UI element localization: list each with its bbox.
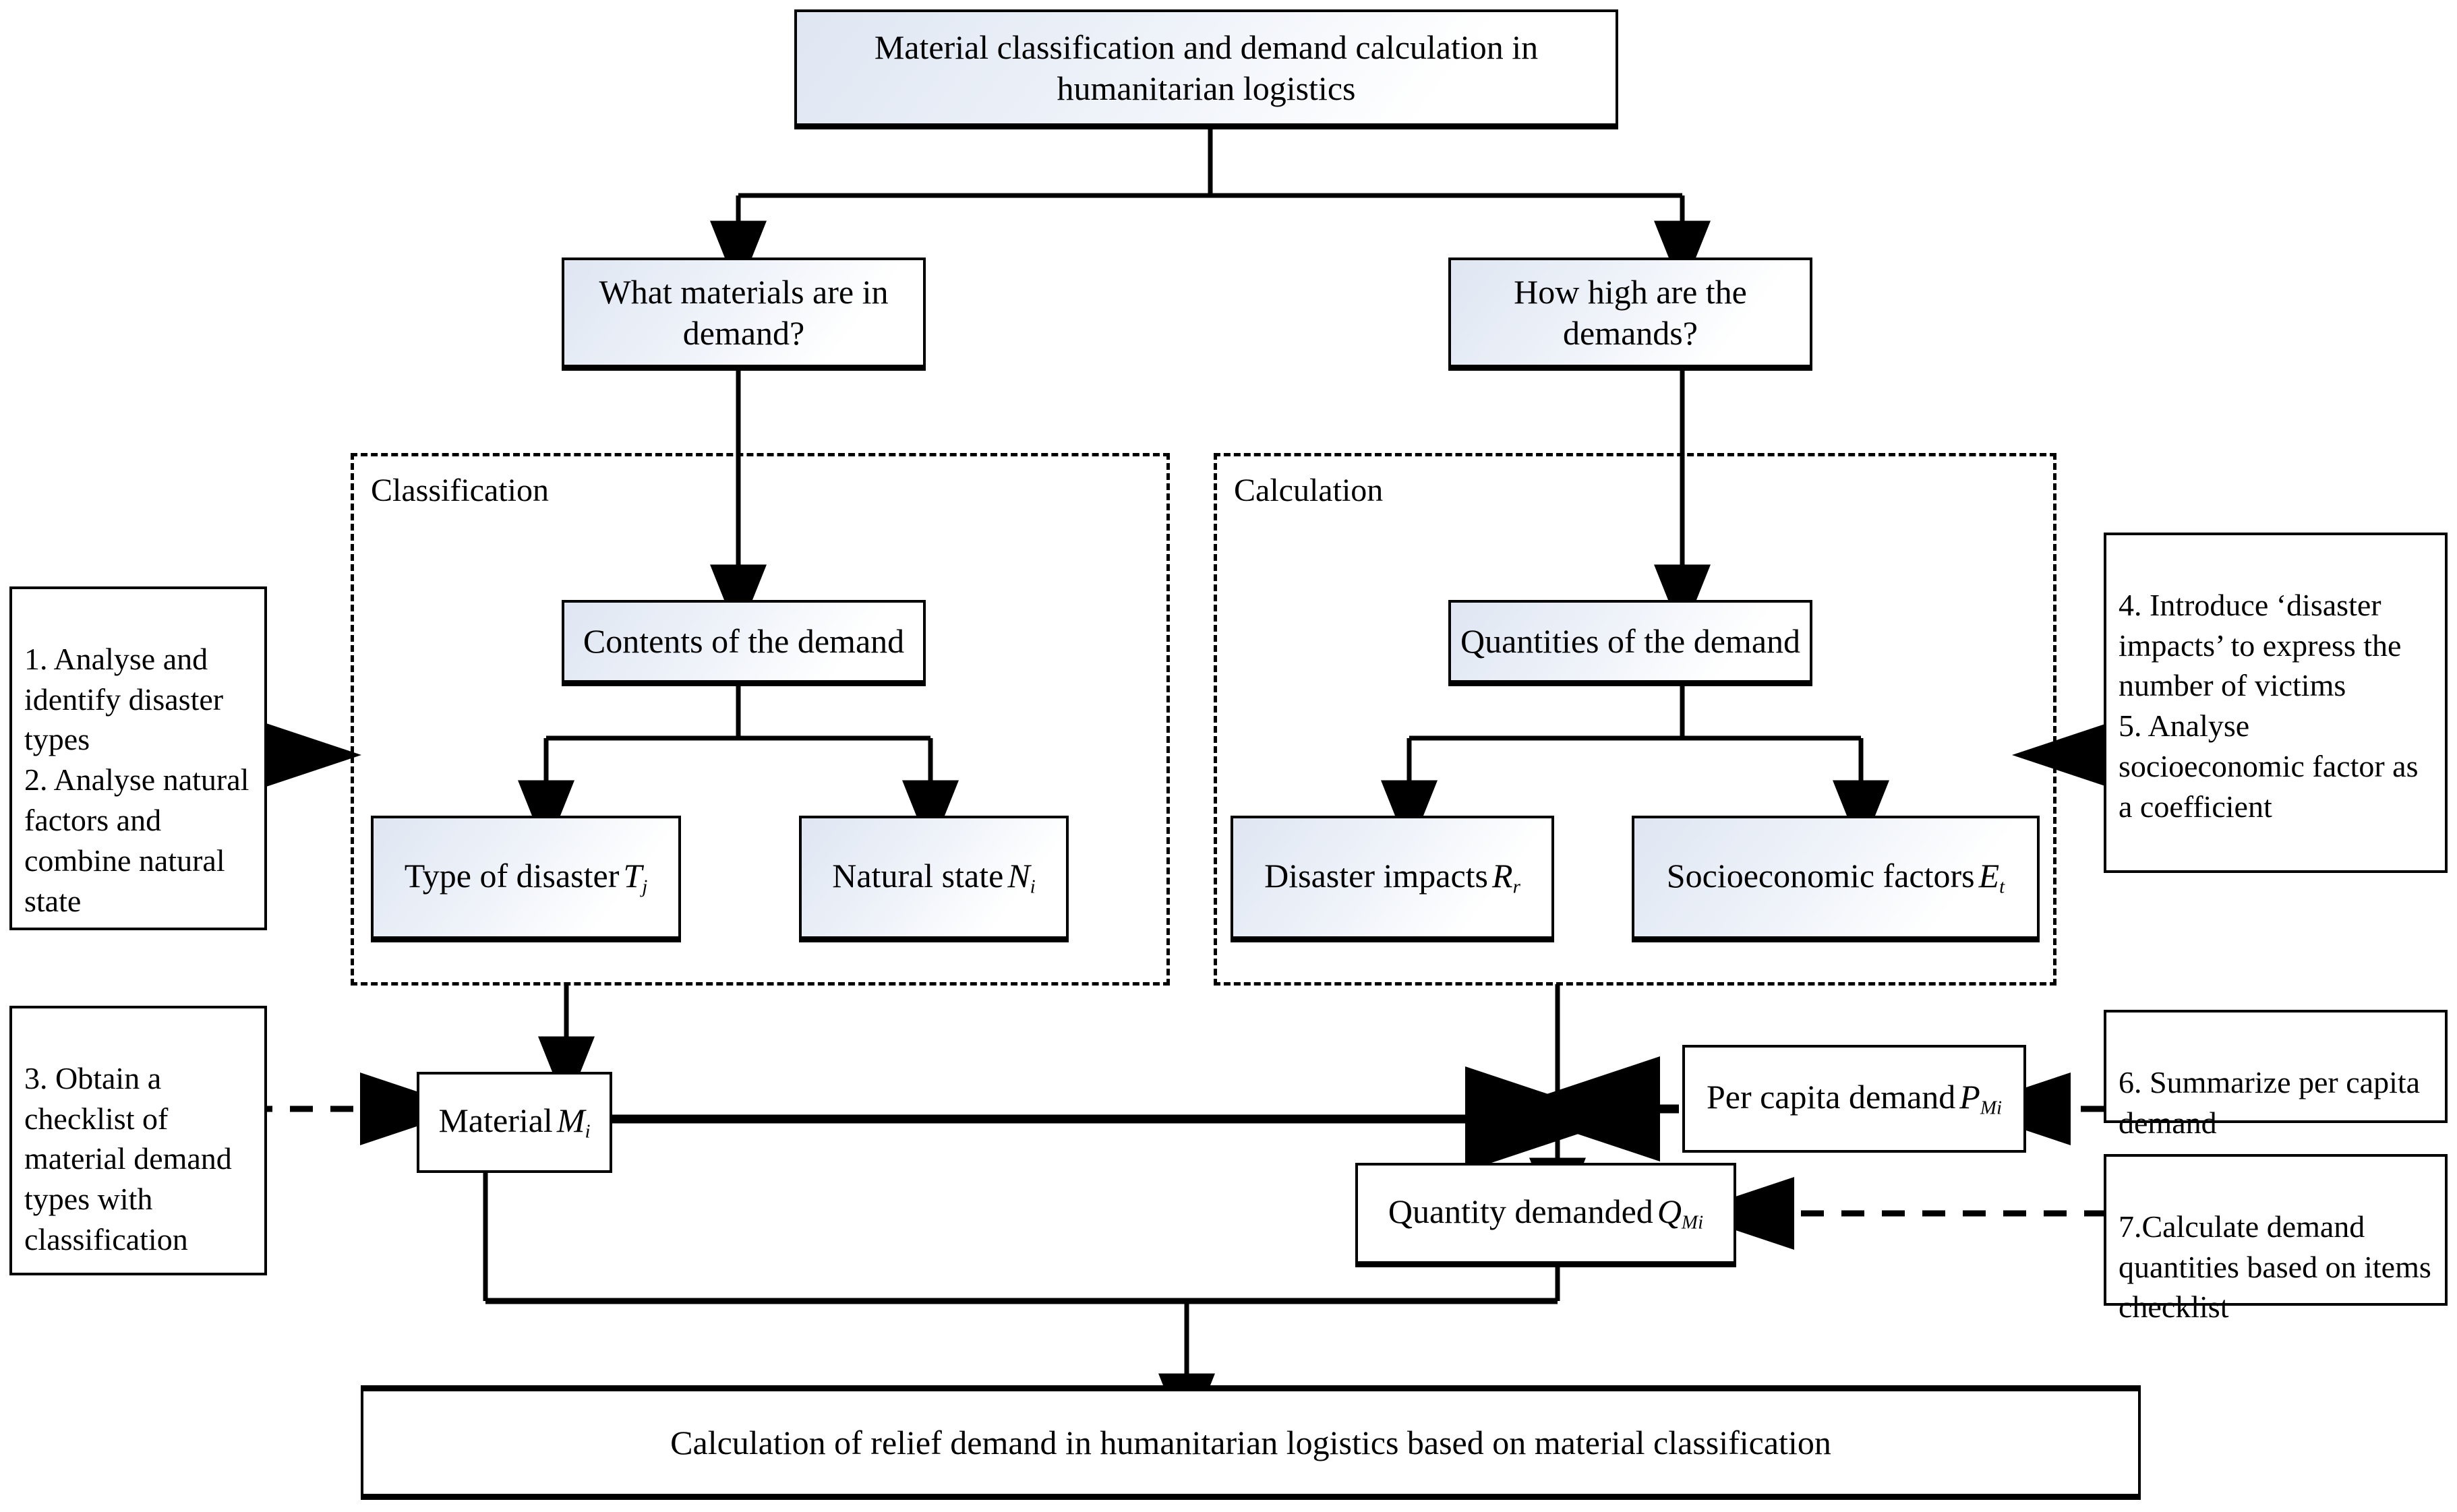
material-symbol: Mi <box>556 1101 591 1143</box>
quantities-of-demand-label: Quantities of the demand <box>1460 622 1801 660</box>
question-materials-label: What materials are in demand? <box>599 272 889 352</box>
note-1-2-text: 1. Analyse and identify disaster types 2… <box>24 641 249 918</box>
note-6-text: 6. Summarize per capita demand <box>2119 1064 2421 1140</box>
natural-state-symbol: Ni <box>1007 856 1036 898</box>
note-4-5-text: 4. Introduce ‘disaster impacts’ to expre… <box>2119 587 2419 824</box>
calculation-group-label: Calculation <box>1234 473 1384 508</box>
note-7-text: 7.Calculate demand quantities based on i… <box>2119 1209 2431 1325</box>
type-of-disaster-symbol: Tj <box>623 856 648 898</box>
question-demands-label: How high are the demands? <box>1514 272 1747 352</box>
note-box-3: 3. Obtain a checklist of material demand… <box>9 1006 267 1275</box>
title-box-label: Material classification and demand calcu… <box>874 28 1539 107</box>
calculation-group <box>1214 453 2056 986</box>
note-box-1-2: 1. Analyse and identify disaster types 2… <box>9 586 267 930</box>
natural-state-label: Natural state <box>832 856 1004 895</box>
disaster-impacts-symbol: Rr <box>1492 856 1520 898</box>
contents-of-demand-box: Contents of the demand <box>562 600 926 686</box>
classification-group-label: Classification <box>371 473 549 508</box>
note-3-text: 3. Obtain a checklist of material demand… <box>24 1060 232 1257</box>
question-materials-box: What materials are in demand? <box>562 258 926 371</box>
note-box-6: 6. Summarize per capita demand <box>2104 1010 2448 1140</box>
type-of-disaster-label: Type of disaster <box>404 856 620 895</box>
bottom-summary-box: Calculation of relief demand in humanita… <box>361 1385 2141 1500</box>
quantities-of-demand-box: Quantities of the demand <box>1448 600 1812 686</box>
quantity-demanded-symbol: QMi <box>1657 1192 1704 1234</box>
question-demands-box: How high are the demands? <box>1448 258 1812 371</box>
bottom-summary-label: Calculation of relief demand in humanita… <box>670 1423 1831 1461</box>
quantity-demanded-label: Quantity demanded <box>1388 1192 1653 1231</box>
disaster-impacts-label: Disaster impacts <box>1264 856 1489 895</box>
per-capita-demand-symbol: PMi <box>1959 1078 2003 1120</box>
material-label: Material <box>438 1101 553 1140</box>
title-box: Material classification and demand calcu… <box>794 9 1618 129</box>
per-capita-demand-label: Per capita demand <box>1706 1078 1956 1116</box>
classification-group <box>351 453 1170 986</box>
socioeconomic-factors-symbol: Et <box>1978 856 2005 898</box>
note-box-4-5: 4. Introduce ‘disaster impacts’ to expre… <box>2104 533 2448 873</box>
note-box-7: 7.Calculate demand quantities based on i… <box>2104 1154 2448 1324</box>
socioeconomic-factors-label: Socioeconomic factors <box>1666 856 1975 895</box>
contents-of-demand-label: Contents of the demand <box>583 622 905 660</box>
